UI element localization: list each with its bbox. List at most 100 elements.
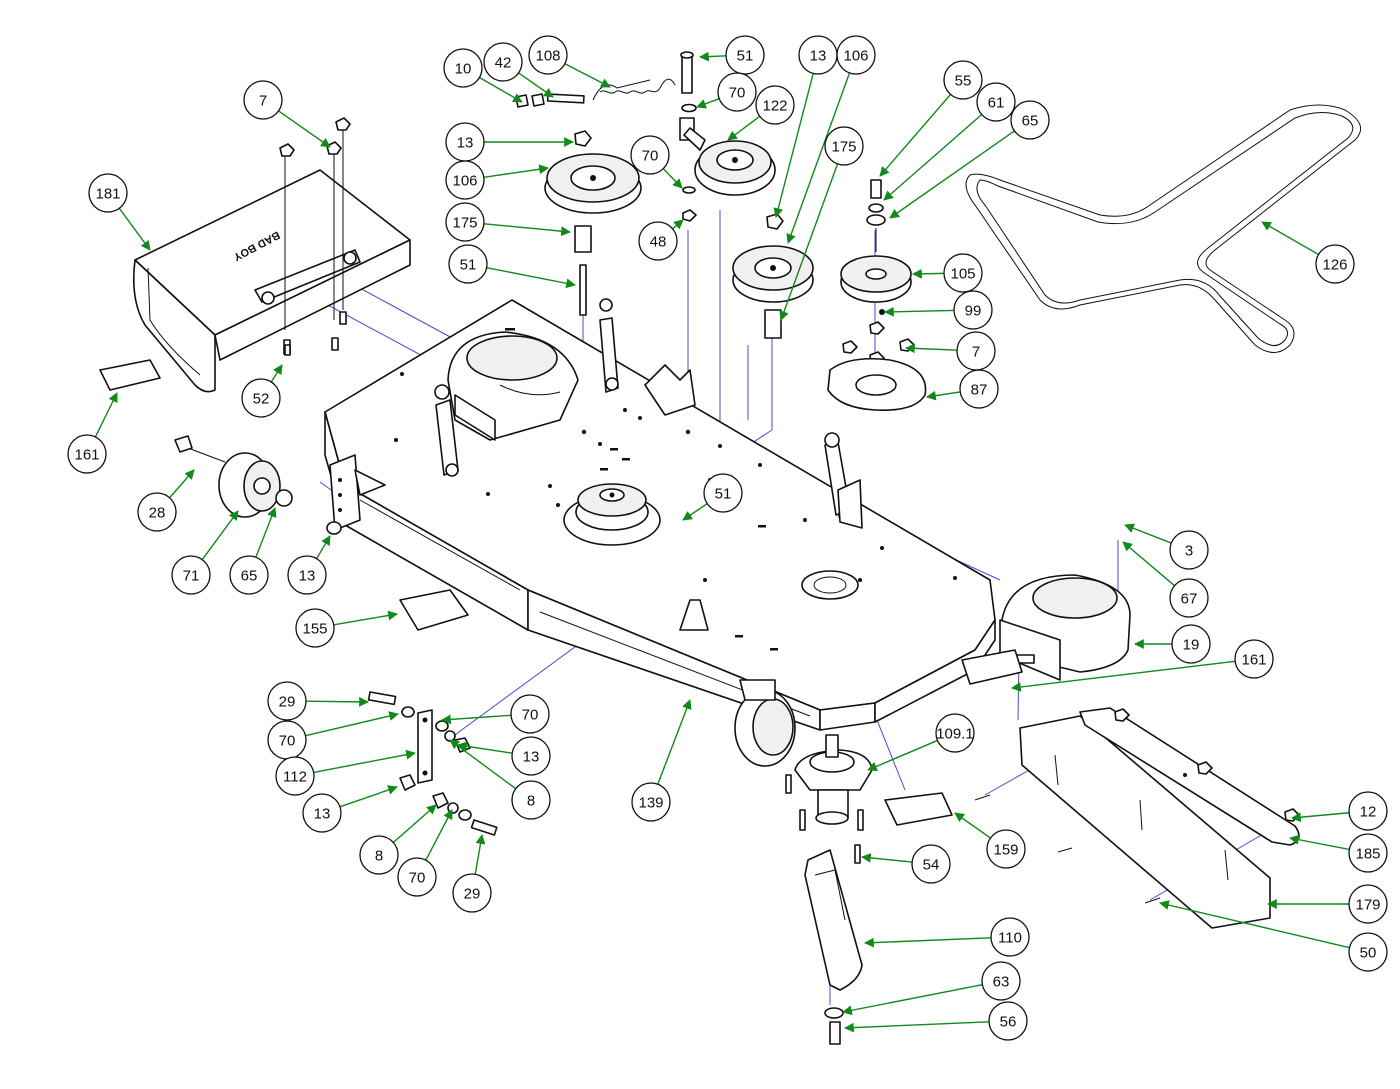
callout-number: 3 [1185,543,1193,560]
callout-number: 87 [971,382,988,399]
callout-circle [302,793,342,833]
leader-line [486,266,576,289]
callout-67: 67 [1122,541,1209,618]
callout-circle [275,756,315,796]
callout-number: 70 [729,85,746,102]
callout-number: 161 [74,447,99,464]
callout-159: 159 [954,812,1026,869]
callout-circle [943,253,983,293]
callout-71: 71 [171,510,239,595]
callout-181: 181 [88,173,151,251]
callout-108: 108 [528,35,611,88]
leader-line [479,76,523,103]
callout-19: 19 [1134,624,1211,664]
callout-number: 159 [993,842,1018,859]
callout-8: 8 [359,804,437,875]
callout-number: 61 [988,95,1005,112]
callout-number: 63 [993,974,1010,991]
callout-65: 65 [229,507,277,595]
leader-line [316,535,331,559]
callout-circle [510,694,550,734]
side-baffle-179 [974,707,1300,929]
leader-line [169,469,195,499]
leader-line [727,115,761,141]
callout-circle [1171,624,1211,664]
callout-circle [295,608,335,648]
callout-155: 155 [295,608,398,648]
leader-line [1122,541,1175,587]
leader-line [339,785,398,808]
leader-line [662,168,683,189]
callout-circle [1348,932,1388,972]
leader-line [699,51,727,62]
spindle-assembly-109-1 [785,734,873,1045]
callout-circle [241,378,281,418]
callout-110: 110 [864,917,1030,957]
callout-number: 108 [535,48,560,65]
callout-circle [943,60,983,100]
callout-circle [452,873,492,913]
leader-line [1011,660,1236,692]
callout-circle [703,473,743,513]
callout-number: 19 [1183,637,1200,654]
callout-number: 181 [95,186,120,203]
deck-spindle-pulley [563,483,661,546]
leader-line [564,63,611,88]
callout-12: 12 [1291,791,1388,831]
callout-175: 175 [779,126,864,321]
leader-line [518,72,554,98]
leader-line [483,164,549,178]
callout-circle [359,835,399,875]
callout-circle [981,961,1021,1001]
callout-number: 10 [455,61,472,78]
callout-number: 13 [523,749,540,766]
callout-circle [1348,833,1388,873]
callout-52: 52 [241,364,283,418]
leader-line [278,110,331,148]
leader-line [457,741,513,754]
callout-70: 70 [441,694,550,734]
callout-number: 99 [965,303,982,320]
fastener-hardware [279,51,1362,412]
callout-number: 70 [279,733,296,750]
callout-51: 51 [682,473,743,521]
leader-line [657,699,692,785]
callout-circle [959,369,999,409]
callout-circle [953,290,993,330]
leader-line [441,714,512,725]
leader-line [773,73,814,218]
callout-circle [511,736,551,776]
leader-line [861,853,913,863]
leader-line [255,507,277,558]
leader-line [779,163,839,321]
callout-number: 56 [1000,1014,1017,1031]
leader-line [425,809,453,861]
callout-number: 8 [375,848,383,865]
leader-line [879,93,952,177]
callout-number: 52 [253,391,270,408]
leader-line [867,739,938,772]
callout-number: 106 [452,173,477,190]
callout-13: 13 [445,122,574,162]
callout-number: 161 [1241,652,1266,669]
callout-63: 63 [842,961,1021,1016]
callout-106: 106 [445,160,549,200]
callout-circle [445,160,485,200]
callout-70: 70 [696,72,757,112]
leader-line [474,834,486,875]
callout-number: 55 [955,73,972,90]
callout-185: 185 [1289,833,1388,873]
callout-70: 70 [397,809,453,897]
decals [99,359,1023,826]
callout-161: 161 [67,392,118,474]
callout-51: 51 [448,244,576,289]
callout-139: 139 [631,699,692,822]
callout-circle [988,1001,1028,1041]
callout-109-1: 109.1 [867,713,975,772]
callout-number: 13 [314,806,331,823]
callout-number: 65 [1022,113,1039,130]
callout-10: 10 [443,48,523,103]
callout-105: 105 [912,253,983,293]
callout-number: 8 [527,793,535,810]
callout-number: 139 [638,795,663,812]
